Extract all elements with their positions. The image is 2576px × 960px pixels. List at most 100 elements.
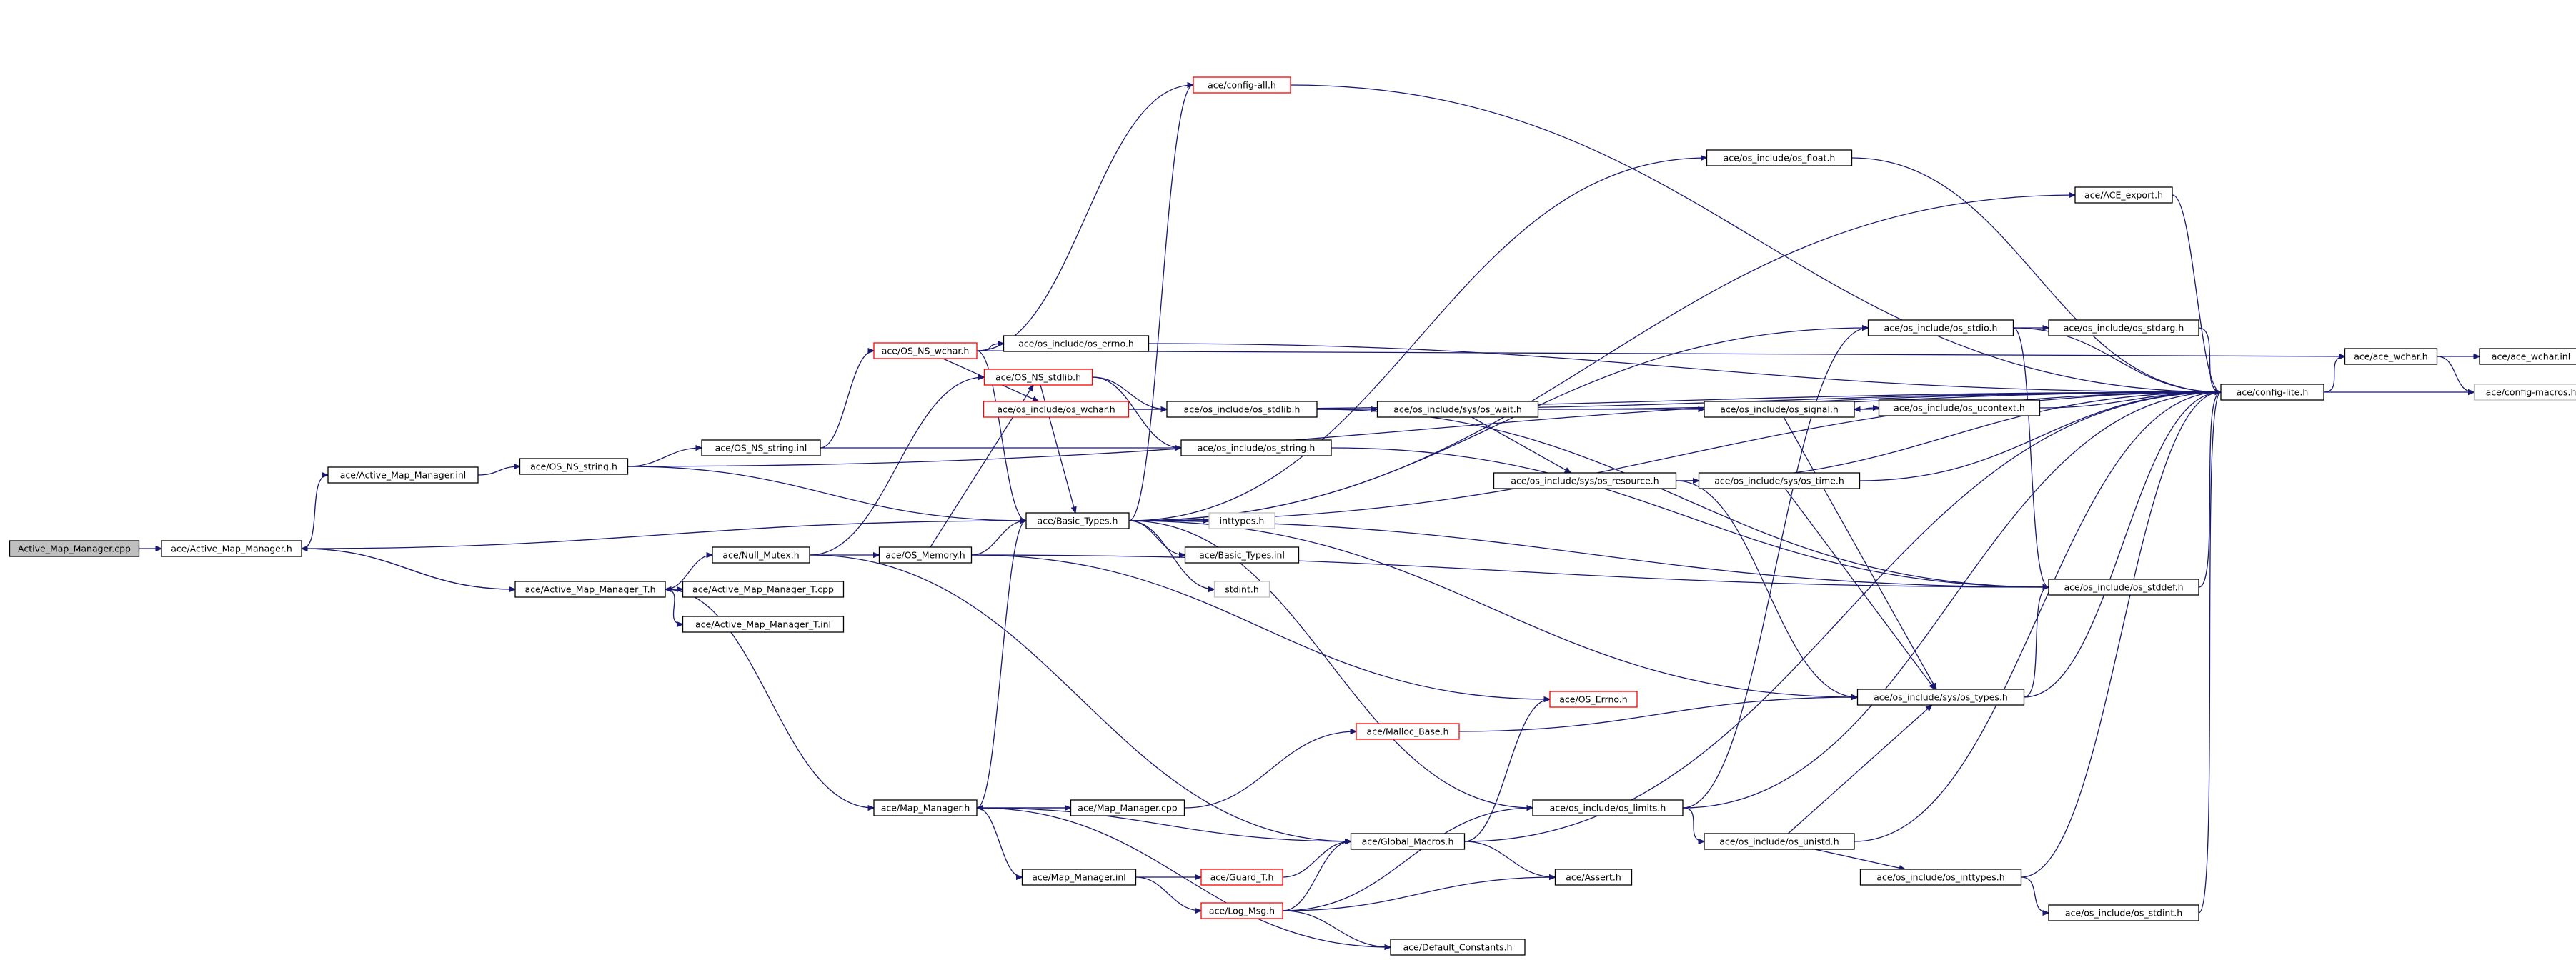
include-edge (2039, 392, 2222, 409)
include-edge (1814, 849, 1906, 869)
file-node-label: ace/Malloc_Base.h (1367, 726, 1449, 737)
file-node-label: ace/os_include/os_string.h (1198, 443, 1316, 454)
file-node[interactable]: ace/os_include/os_limits.h (1532, 799, 1684, 816)
file-node[interactable]: ace/Active_Map_Manager.h (161, 540, 302, 557)
file-node[interactable]: ace/OS_Memory.h (878, 546, 973, 564)
file-node[interactable]: ace/os_include/sys/os_types.h (1856, 689, 2025, 706)
include-edge (627, 392, 2222, 467)
file-node-label: ace/os_include/os_signal.h (1720, 404, 1839, 415)
file-node-box (1166, 401, 1318, 418)
file-node-label: ace/os_include/os_stddef.h (2064, 582, 2183, 593)
file-node-box (1867, 319, 2014, 336)
file-node-box (1200, 902, 1283, 919)
file-node[interactable]: ace/os_include/os_stdarg.h (2048, 319, 2199, 336)
include-edge (1184, 731, 1357, 809)
file-node[interactable]: ace/OS_NS_string.h (519, 458, 629, 475)
file-node[interactable]: ace/os_include/sys/os_resource.h (1493, 472, 1677, 489)
file-node[interactable]: ace/Map_Manager.inl (1021, 869, 1137, 886)
file-node[interactable]: ace/Global_Macros.h (1350, 833, 1466, 850)
file-node-box (1356, 723, 1460, 740)
file-node[interactable]: ace/os_include/os_ucontext.h (1878, 399, 2041, 416)
include-edge (1282, 910, 1391, 947)
file-node-label: ace/config-lite.h (2237, 387, 2309, 398)
file-node[interactable]: Active_Map_Manager.cpp (9, 540, 140, 557)
include-edge (976, 521, 1026, 809)
file-node-label: ace/OS_NS_stdlib.h (995, 372, 1081, 383)
file-node[interactable]: ace/os_include/os_float.h (1706, 149, 1853, 166)
file-node-label: Active_Map_Manager.cpp (18, 544, 131, 554)
file-node-box (2048, 579, 2199, 596)
file-node[interactable]: ace/Malloc_Base.h (1356, 723, 1460, 740)
file-node[interactable]: ace/Active_Map_Manager_T.h (514, 581, 666, 598)
file-node[interactable]: inttypes.h (1208, 512, 1275, 529)
include-edge (2198, 327, 2221, 392)
file-node[interactable]: ace/OS_Errno.h (1549, 691, 1638, 708)
file-node[interactable]: ace/os_include/os_stddef.h (2048, 579, 2199, 596)
file-node[interactable]: stdint.h (1213, 581, 1270, 598)
file-node[interactable]: ace/os_include/os_signal.h (1704, 401, 1855, 418)
file-node-box (2344, 348, 2438, 365)
file-node[interactable]: ace/os_include/os_unistd.h (1704, 833, 1855, 850)
file-node[interactable]: ace/os_include/os_stdio.h (1867, 319, 2014, 336)
file-node[interactable]: ace/os_include/os_wchar.h (983, 401, 1130, 418)
include-edge (976, 344, 1004, 351)
file-node[interactable]: ace/Basic_Types.h (1025, 512, 1130, 529)
file-node-label: ace/os_include/os_inttypes.h (1876, 872, 2004, 883)
file-node-box (983, 369, 1093, 386)
file-node-label: ace/Active_Map_Manager.inl (340, 470, 466, 481)
file-node[interactable]: ace/ACE_export.h (2074, 186, 2173, 204)
file-node-box (1213, 581, 1270, 598)
file-nodes: Active_Map_Manager.cpp ace/Active_Map_Man… (9, 76, 2576, 956)
file-node[interactable]: ace/Map_Manager.cpp (1070, 799, 1185, 816)
file-node-box (873, 342, 978, 359)
file-node[interactable]: ace/OS_NS_wchar.h (873, 342, 978, 359)
file-node[interactable]: ace/OS_NS_stdlib.h (983, 369, 1093, 386)
file-node[interactable]: ace/Default_Constants.h (1390, 939, 1526, 956)
include-edge (2021, 392, 2222, 878)
file-node[interactable]: ace/ace_wchar.h (2344, 348, 2438, 365)
file-node[interactable]: ace/os_include/sys/os_time.h (1698, 472, 1861, 489)
include-edge (1128, 85, 1193, 521)
include-edge (1676, 480, 1858, 697)
file-node[interactable]: ace/Basic_Types.inl (1184, 546, 1300, 564)
file-node-label: ace/OS_NS_string.h (530, 461, 617, 472)
file-node-label: ace/Log_Msg.h (1209, 906, 1275, 916)
file-node[interactable]: ace/config-all.h (1193, 76, 1291, 94)
file-node[interactable]: ace/Assert.h (1554, 869, 1633, 886)
file-node-label: ace/OS_NS_wchar.h (882, 346, 970, 356)
include-edge (1092, 376, 1182, 448)
file-node[interactable]: ace/os_include/os_stdlib.h (1166, 401, 1318, 418)
include-edge (2024, 587, 2049, 698)
file-node[interactable]: ace/os_include/os_string.h (1180, 439, 1332, 456)
file-node-box (1208, 512, 1275, 529)
file-node-box (1549, 691, 1638, 708)
file-node-box (9, 540, 140, 557)
file-node[interactable]: ace/os_include/os_errno.h (1003, 335, 1150, 352)
file-node[interactable]: ace/Active_Map_Manager.inl (327, 466, 479, 484)
include-edge (976, 350, 2345, 356)
file-node-box (2048, 904, 2199, 921)
file-node[interactable]: ace/OS_NS_string.inl (701, 439, 821, 456)
file-node[interactable]: ace/os_include/os_stdint.h (2048, 904, 2199, 921)
include-edge (1784, 488, 1935, 689)
file-node[interactable]: ace/Map_Manager.h (873, 799, 978, 816)
file-node-box (1376, 401, 1539, 418)
file-node[interactable]: ace/Active_Map_Manager_T.cpp (682, 581, 845, 598)
file-node[interactable]: ace/Log_Msg.h (1200, 902, 1283, 919)
file-node-box (1704, 401, 1855, 418)
include-edge (1458, 697, 1858, 732)
file-node[interactable]: ace/os_include/sys/os_wait.h (1376, 401, 1539, 418)
file-node[interactable]: ace/Null_Mutex.h (712, 546, 810, 564)
file-node[interactable]: ace/os_include/os_inttypes.h (1859, 869, 2022, 886)
file-node-box (1350, 833, 1466, 850)
file-node-label: ace/os_include/os_ucontext.h (1894, 403, 2025, 414)
file-node[interactable]: ace/config-lite.h (2220, 384, 2324, 401)
file-node[interactable]: ace/config-macros.h (2473, 384, 2576, 401)
file-node[interactable]: ace/Active_Map_Manager_T.inl (682, 616, 845, 633)
file-node-box (327, 466, 479, 484)
file-node[interactable]: ace/ace_wchar.inl (2479, 348, 2576, 365)
file-node[interactable]: ace/Guard_T.h (1200, 869, 1283, 886)
file-node-box (2220, 384, 2324, 401)
include-edge (809, 554, 1351, 841)
